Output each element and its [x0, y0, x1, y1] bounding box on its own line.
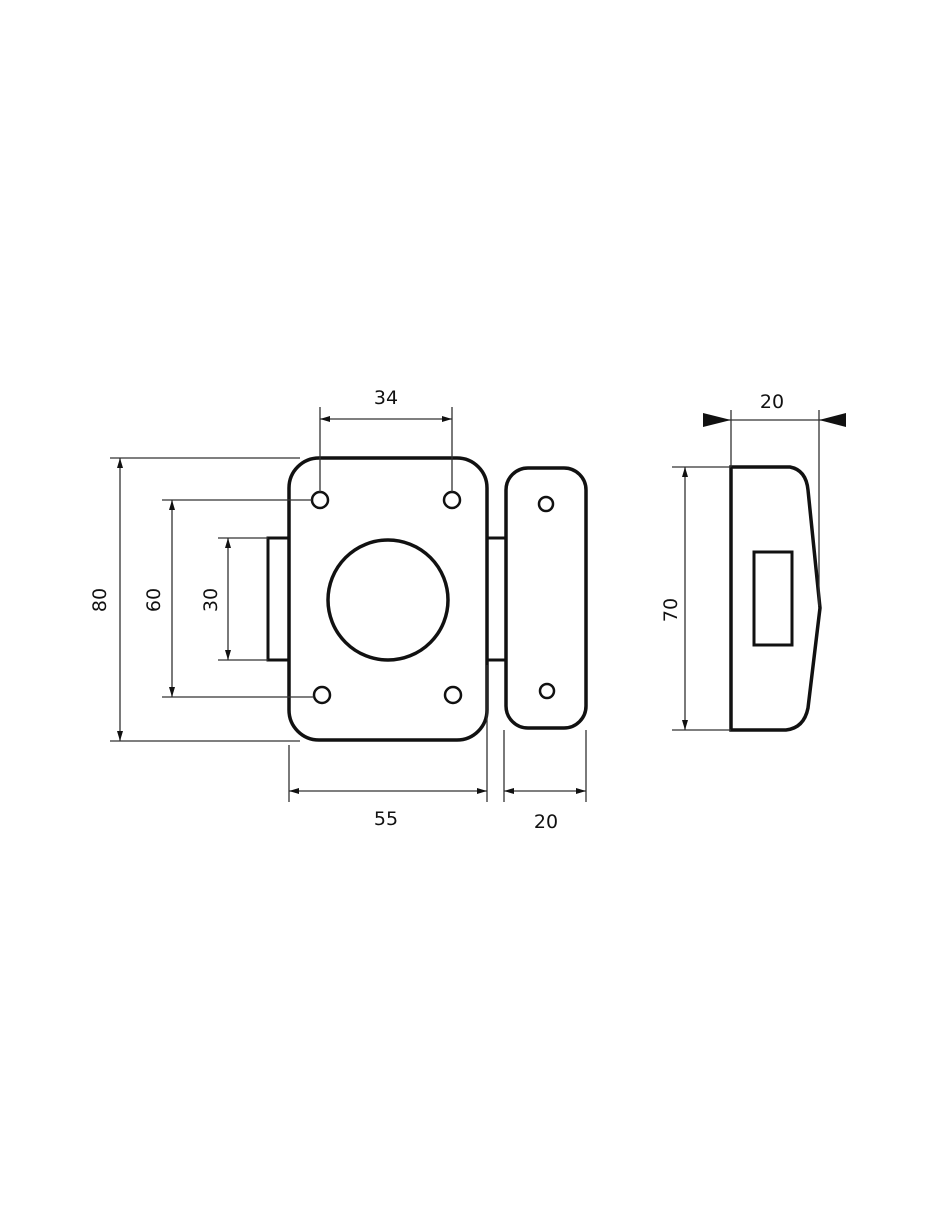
keeper-body: [504, 466, 588, 730]
dim-label-60: 60: [143, 588, 165, 612]
dim-label-80: 80: [89, 588, 111, 612]
dim-label-side-20: 20: [760, 391, 784, 413]
dim-label-70: 70: [660, 598, 682, 622]
dim-label-keeper-20: 20: [534, 811, 558, 833]
dim-label-55: 55: [374, 808, 398, 830]
keeper-hole-bottom: [538, 682, 556, 700]
side-window: [752, 550, 794, 647]
bolt-left: [266, 536, 292, 662]
screw-hole-bl: [312, 685, 332, 705]
lock-body: [287, 456, 489, 742]
lock-body-front-view: [266, 456, 505, 742]
keeper-hole-top: [537, 495, 555, 513]
screw-hole-br: [443, 685, 463, 705]
dim-label-30: 30: [200, 588, 222, 612]
cylinder-circle: [326, 538, 450, 662]
dim-label-34: 34: [374, 387, 398, 409]
lock-side-view: [729, 465, 822, 732]
keeper-front-view: [504, 466, 588, 730]
side-profile: [729, 465, 822, 732]
